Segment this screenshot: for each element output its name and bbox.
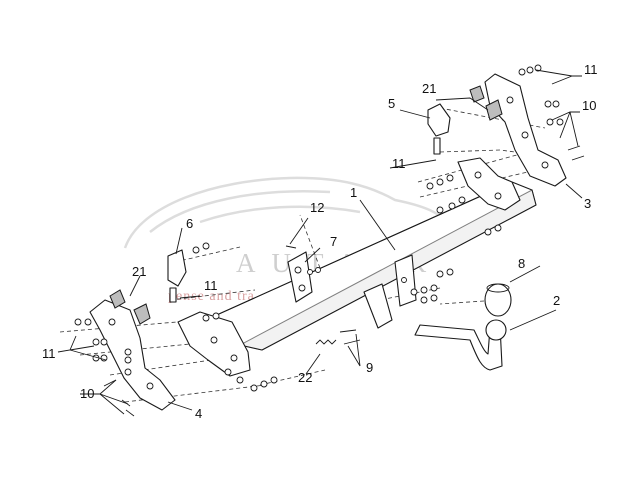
socket-mounting-plate <box>287 251 313 303</box>
watermark-car-outline <box>123 176 447 249</box>
callout-9-bolts: 9 <box>366 360 373 375</box>
watermark-tagline: pense and tra <box>168 289 255 304</box>
leader-lines <box>57 69 583 415</box>
tow-ball <box>485 319 507 341</box>
callout-11-upper-nut: 11 <box>392 156 406 171</box>
right-side-bracket <box>484 73 567 187</box>
tow-ball-assembly <box>414 283 512 371</box>
callout-6-left-mounting-bracket: 6 <box>186 216 193 231</box>
main-cross-beam <box>177 157 537 377</box>
callout-11-left-nut: 11 <box>204 278 218 293</box>
callout-1-cross-beam: 1 <box>350 185 357 200</box>
ball-cover <box>484 283 512 317</box>
fasteners <box>74 64 585 417</box>
callout-12-bolt: 12 <box>310 200 324 215</box>
callout-4-left-bracket: 4 <box>195 406 202 421</box>
callout-8-ball-cover: 8 <box>518 256 525 271</box>
spring <box>315 339 337 345</box>
callout-10-right-bolts: 10 <box>582 98 596 113</box>
callout-3-right-bracket: 3 <box>584 196 591 211</box>
callout-5-upper-bracket: 5 <box>388 96 395 111</box>
callout-2-tow-ball: 2 <box>553 293 560 308</box>
callout-21-right-pads: 21 <box>422 81 436 96</box>
callout-labels: 1 2 3 4 5 6 7 8 9 10 10 11 11 11 11 12 2… <box>42 62 598 421</box>
rubber-pads <box>109 85 503 325</box>
callout-7-socket-plate: 7 <box>330 234 337 249</box>
callout-21-left-pads: 21 <box>132 264 146 279</box>
callout-22-spring: 22 <box>298 370 312 385</box>
callout-11-right-nuts: 11 <box>584 62 598 77</box>
left-side-bracket <box>89 299 176 411</box>
callout-10-left-bolts: 10 <box>80 386 94 401</box>
upper-mounting-bracket <box>427 103 451 155</box>
callout-11-left-nuts: 11 <box>42 346 56 361</box>
left-mounting-bracket <box>167 249 187 303</box>
